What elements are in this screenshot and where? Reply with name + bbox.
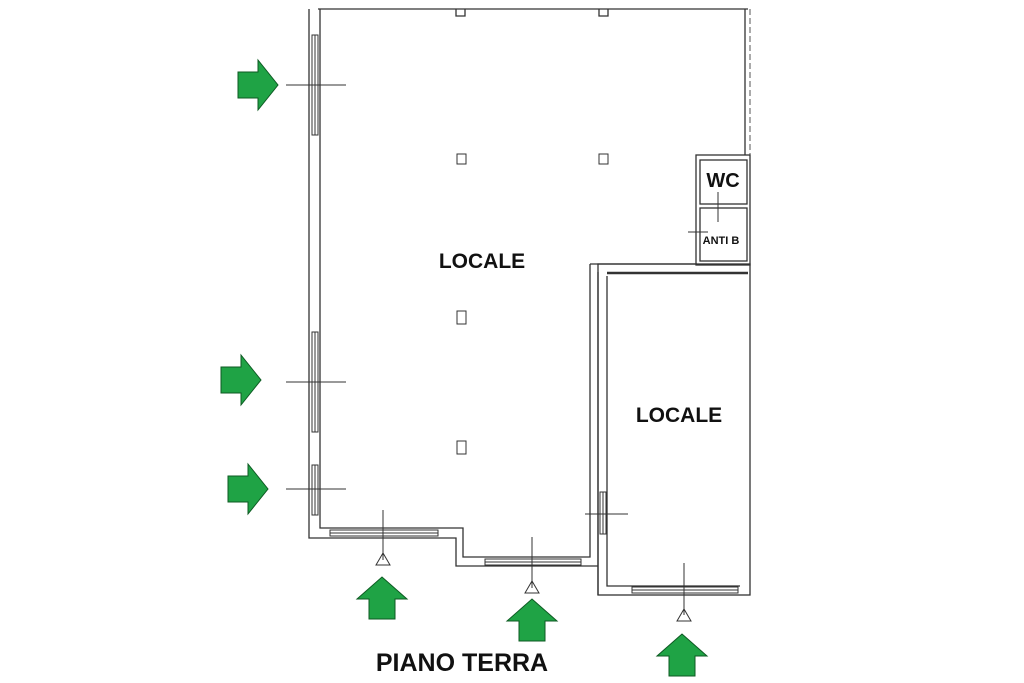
arrow-up-icon <box>505 598 559 642</box>
arrow-right-icon <box>227 462 269 516</box>
section-marks <box>286 84 719 622</box>
entrance-arrow-south-2 <box>505 598 559 642</box>
room-label-wc: WC <box>706 170 739 192</box>
entrance-arrow-south-3 <box>655 633 709 677</box>
arrow-right-icon <box>237 58 279 112</box>
arrow-up-icon <box>655 633 709 677</box>
room-label-anti: ANTI B <box>703 235 740 247</box>
service-rooms-walls <box>695 154 751 266</box>
entrance-arrow-west-1 <box>237 58 279 112</box>
side-room-walls <box>597 263 751 596</box>
arrow-right-icon <box>220 353 262 407</box>
floor-title: PIANO TERRA <box>376 649 548 677</box>
arrow-up-icon <box>355 576 409 620</box>
room-label-side: LOCALE <box>636 404 722 427</box>
room-label-main: LOCALE <box>439 250 525 273</box>
south-windows <box>329 491 739 594</box>
entrance-arrow-south-1 <box>355 576 409 620</box>
entrance-arrow-west-2 <box>220 353 262 407</box>
pillars <box>456 153 609 455</box>
entrance-arrow-west-3 <box>227 462 269 516</box>
